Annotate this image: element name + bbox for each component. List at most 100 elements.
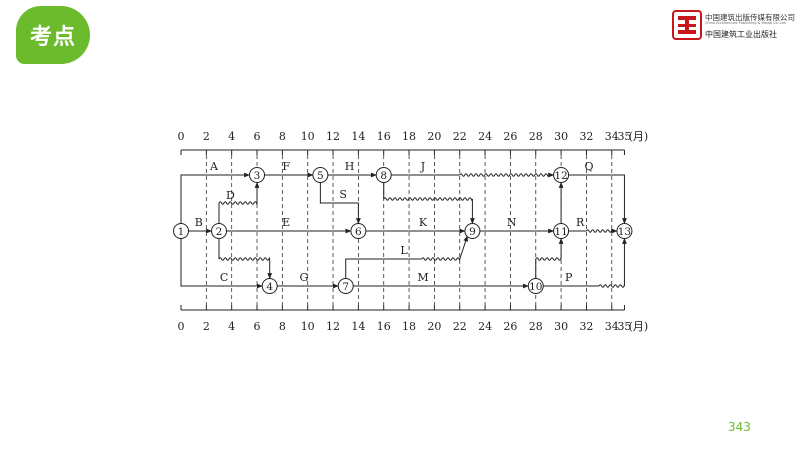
node-12: 12 (553, 167, 570, 183)
node-3: 3 (249, 167, 266, 183)
time-tick-label-bottom: 16 (377, 320, 391, 333)
activity-label-B: B (195, 216, 203, 229)
node-11: 11 (553, 223, 570, 239)
time-tick-label-top: 32 (579, 130, 593, 143)
node-label: 6 (355, 226, 362, 238)
time-tick-label-top: 10 (301, 130, 315, 143)
time-tick-label-bottom: 18 (402, 320, 416, 333)
activity-S-arrow (319, 182, 361, 225)
node-8: 8 (375, 167, 392, 183)
time-tick-label-bottom: 8 (279, 320, 286, 333)
node-label: 7 (342, 281, 349, 293)
node-label: 10 (529, 281, 542, 293)
time-tick-label-top: 2 (203, 130, 210, 143)
time-tick-label-bottom: 35 (617, 320, 631, 333)
time-tick-label-bottom: 4 (228, 320, 235, 333)
node-label: 12 (554, 170, 567, 182)
activity-label-E: E (282, 216, 290, 229)
node-2: 2 (211, 223, 228, 239)
dummy-10-11-float (535, 257, 562, 261)
node-label: 4 (266, 281, 273, 293)
time-tick-label-top: 26 (503, 130, 517, 143)
node-circle (350, 223, 367, 239)
activity-C-arrow (180, 238, 263, 289)
time-tick-label-top: 18 (402, 130, 416, 143)
time-tick-label-bottom: 6 (254, 320, 261, 333)
node-circle (337, 278, 354, 294)
activity-label-Q: Q (584, 160, 593, 173)
time-tick-label-bottom: 20 (427, 320, 441, 333)
node-label: 1 (178, 226, 185, 238)
activity-R-float (585, 229, 613, 233)
node-9: 9 (464, 223, 481, 239)
time-tick-label-top: 34 (605, 130, 619, 143)
publisher-name-cn: 中国建筑出版传媒有限公司 (705, 13, 795, 22)
node-circle (553, 223, 570, 239)
time-tick-label-top: 16 (377, 130, 391, 143)
activity-label-N: N (507, 216, 517, 229)
topic-badge-text: 考点 (29, 25, 76, 50)
publisher-name-en: China Architecture Publishing & Media Co… (705, 21, 787, 25)
time-tick-label-bottom: 22 (453, 320, 467, 333)
node-5: 5 (312, 167, 329, 183)
time-tick-label-bottom: 28 (529, 320, 543, 333)
activity-label-P: P (565, 271, 573, 284)
activity-label-M: M (417, 271, 428, 284)
activity-Q-arrow (568, 174, 627, 225)
activity-arrows (180, 172, 627, 289)
activity-label-S: S (339, 188, 347, 201)
publisher-emblem-icon (672, 10, 702, 40)
publisher-logo: 中国建筑出版传媒有限公司 China Architecture Publishi… (672, 10, 795, 40)
time-tick-label-top: 28 (529, 130, 543, 143)
time-tick-label-top: 0 (178, 130, 185, 143)
time-tick-label-bottom: 0 (178, 320, 185, 333)
dummy-2-4-float (218, 257, 271, 261)
time-tick-label-top: 4 (228, 130, 235, 143)
time-tick-label-bottom: 10 (301, 320, 315, 333)
time-tick-label-bottom: 14 (351, 320, 365, 333)
activity-label-A: A (209, 160, 219, 173)
node-4: 4 (261, 278, 278, 294)
time-tick-label-top: 20 (427, 130, 441, 143)
time-tick-label-bottom: 2 (203, 320, 210, 333)
activity-L-line (345, 258, 422, 279)
topic-badge: 考点 (16, 6, 90, 64)
time-tick-label-top: 8 (279, 130, 286, 143)
activity-label-J: J (420, 160, 425, 173)
node-13: 13 (616, 223, 633, 239)
node-label: 5 (317, 170, 324, 182)
activity-label-L: L (400, 244, 408, 257)
time-tick-label-bottom: 26 (503, 320, 517, 333)
node-circle (312, 167, 329, 183)
node-circle (249, 167, 266, 183)
time-tick-label-top: 14 (351, 130, 365, 143)
activity-label-H: H (345, 160, 355, 173)
node-label: 11 (554, 226, 567, 238)
node-circle (527, 278, 544, 294)
activity-L-arrow (459, 235, 468, 260)
node-circle (173, 223, 189, 239)
node-circle (261, 278, 278, 294)
page-number: 343 (728, 420, 751, 434)
activity-A-arrow (180, 172, 251, 224)
time-tick-label-bottom: 30 (554, 320, 568, 333)
node-circle (211, 223, 228, 239)
time-tick-label-top: 35 (617, 130, 631, 143)
time-tick-label-top: 30 (554, 130, 568, 143)
time-tick-label-top: 6 (254, 130, 261, 143)
activity-J-float (459, 173, 551, 177)
node-label: 13 (618, 226, 631, 238)
time-tick-label-top: 22 (453, 130, 467, 143)
node-7: 7 (337, 278, 354, 294)
activity-D-float (218, 201, 258, 205)
time-tick-label-top: 24 (478, 130, 492, 143)
publisher-name-cn-2: 中国建筑工业出版社 (705, 30, 777, 39)
node-circle (464, 223, 481, 239)
time-tick-label-top: 12 (326, 130, 340, 143)
node-label: 8 (380, 170, 387, 182)
node-6: 6 (350, 223, 367, 239)
node-label: 9 (469, 226, 476, 238)
node-circle (553, 167, 570, 183)
